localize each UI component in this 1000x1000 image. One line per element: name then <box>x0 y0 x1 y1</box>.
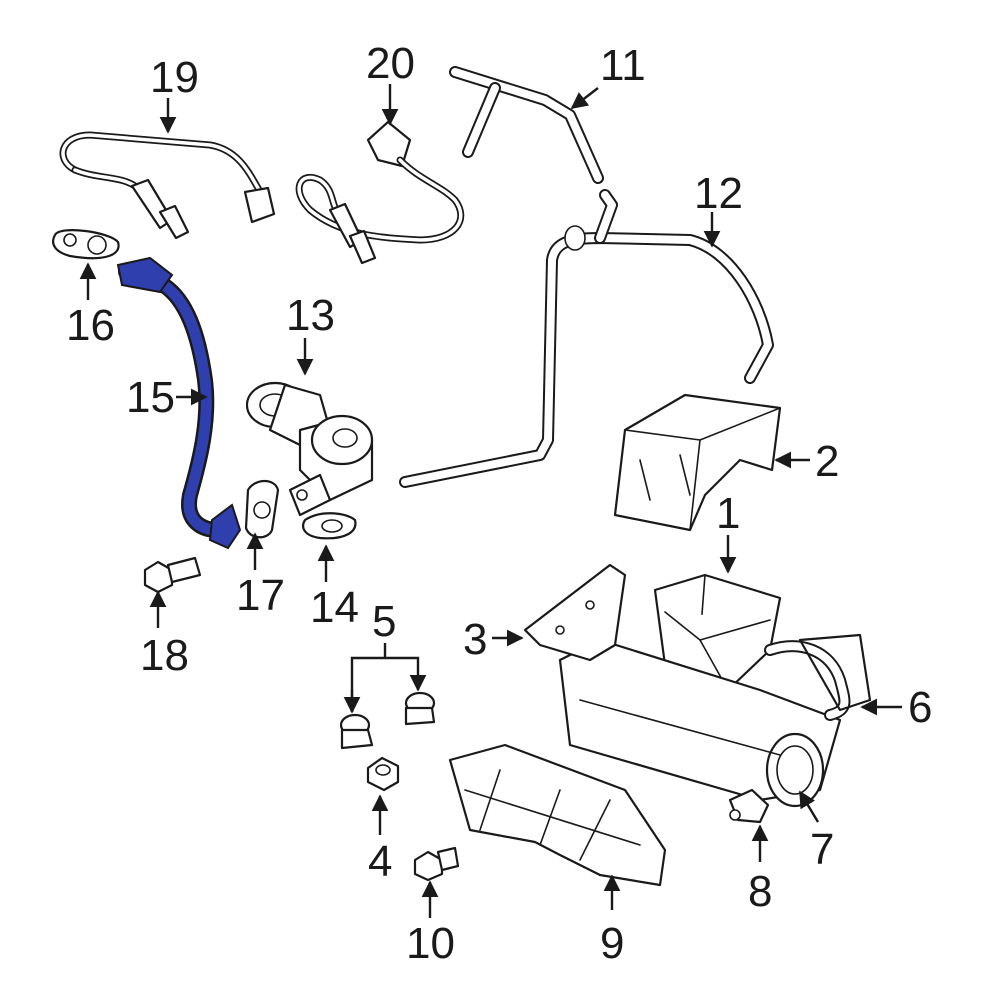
leader-lines <box>79 84 902 918</box>
callout-15: 15 <box>126 373 175 422</box>
part-16-gasket[interactable] <box>52 229 120 260</box>
callout-10: 10 <box>406 919 455 968</box>
part-5-push-pin-left[interactable] <box>339 713 374 750</box>
part-13-egr-valve[interactable] <box>245 381 374 517</box>
callout-labels: 19 20 11 12 16 13 15 2 1 17 14 18 3 5 6 … <box>66 39 932 968</box>
egr-tube-flange-bottom <box>208 503 242 550</box>
callout-12: 12 <box>694 169 743 218</box>
part-4-nut[interactable] <box>366 756 400 792</box>
egr-tube-highlight <box>120 266 231 536</box>
callout-19: 19 <box>150 53 199 102</box>
part-9-lower-shield[interactable] <box>448 743 667 887</box>
part-17-gasket[interactable] <box>244 479 280 539</box>
part-3-bracket[interactable] <box>523 563 627 662</box>
callout-14: 14 <box>310 583 359 632</box>
callout-3: 3 <box>463 615 487 664</box>
callout-6: 6 <box>908 683 932 732</box>
part-18-bolt[interactable] <box>143 556 202 594</box>
part-10-bolt[interactable] <box>413 846 460 882</box>
callout-8: 8 <box>748 867 772 916</box>
callout-5: 5 <box>372 597 396 646</box>
callout-4: 4 <box>368 837 392 886</box>
callout-16: 16 <box>66 301 115 350</box>
callout-11: 11 <box>600 41 646 90</box>
part-19-oxygen-sensor[interactable] <box>59 131 276 240</box>
part-8-connector[interactable] <box>728 788 770 824</box>
callout-2: 2 <box>815 437 839 486</box>
callout-18: 18 <box>140 631 189 680</box>
callout-7: 7 <box>810 825 834 874</box>
part-2-heat-shield[interactable] <box>613 393 782 532</box>
part-12-vapor-hose[interactable] <box>399 189 774 488</box>
callout-20: 20 <box>366 39 415 88</box>
part-14-gasket[interactable] <box>302 512 357 540</box>
egr-tube-flange-top <box>116 256 174 294</box>
callout-1: 1 <box>716 489 740 538</box>
part-11-vacuum-hose[interactable] <box>449 66 604 184</box>
callout-13: 13 <box>286 291 335 340</box>
callout-17: 17 <box>236 571 285 620</box>
part-15-egr-tube[interactable] <box>116 256 242 550</box>
part-20-oxygen-sensor[interactable] <box>295 120 465 265</box>
part-5-push-pin-right[interactable] <box>404 691 436 726</box>
callout-9: 9 <box>600 919 624 968</box>
